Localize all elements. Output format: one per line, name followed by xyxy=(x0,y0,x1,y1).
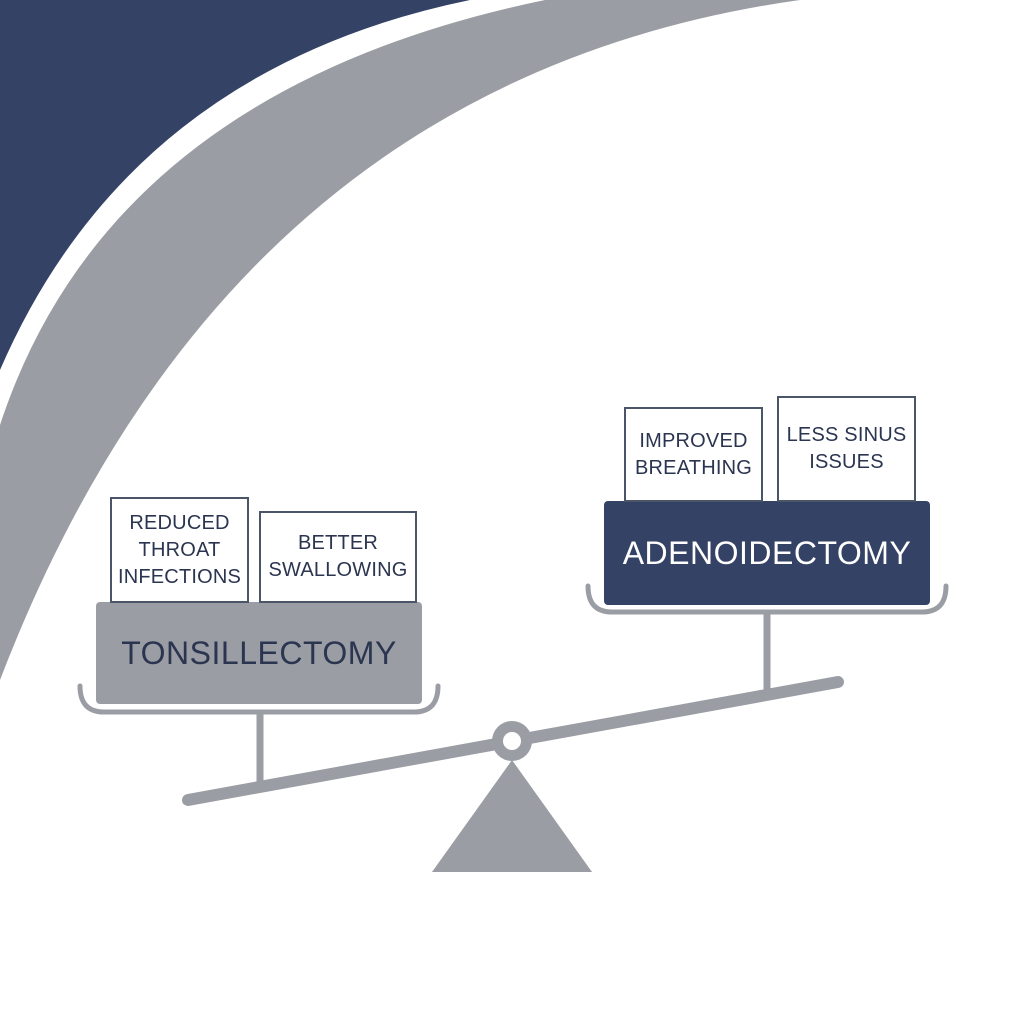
adenoidectomy-box xyxy=(604,501,930,605)
left-tray xyxy=(77,683,441,715)
fulcrum-triangle xyxy=(432,760,592,872)
pivot-hole xyxy=(503,732,521,750)
adenoidectomy-label: ADENOIDECTOMY xyxy=(622,534,912,571)
benefit-card-less-sinus-issues: LESS SINUS ISSUES xyxy=(777,396,916,502)
navy-corner-swoosh xyxy=(0,0,470,370)
tonsillectomy-box xyxy=(96,602,422,704)
benefit-card-better-swallowing: BETTER SWALLOWING xyxy=(259,511,417,603)
benefit-card-improved-breathing: IMPROVED BREATHING xyxy=(624,407,763,502)
right-tray xyxy=(585,583,949,615)
benefit-card-reduced-throat-infections: REDUCED THROAT INFECTIONS xyxy=(110,497,249,603)
tonsillectomy-label: TONSILLECTOMY xyxy=(121,634,397,671)
gray-corner-swoosh xyxy=(0,0,800,680)
